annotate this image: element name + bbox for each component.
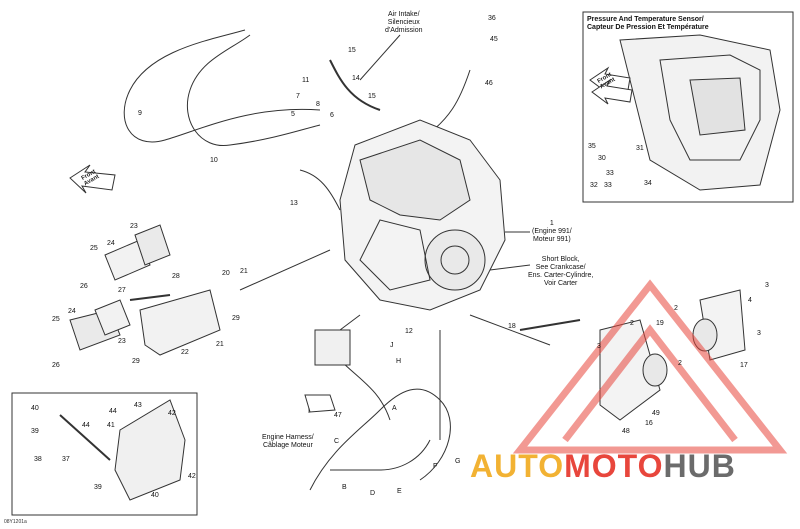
part-number-n27: 27 bbox=[118, 287, 126, 294]
front-arrow-inset-2 bbox=[591, 78, 633, 105]
part-number-n37: 37 bbox=[62, 456, 70, 463]
part-number-n46: 46 bbox=[485, 80, 493, 87]
bracket-plate bbox=[114, 399, 186, 501]
part-number-n32: 32 bbox=[590, 182, 598, 189]
part-number-n6: 6 bbox=[330, 112, 334, 119]
part-number-n30: 30 bbox=[598, 155, 606, 162]
part-number-n24b: 24 bbox=[68, 308, 76, 315]
part-number-n38: 38 bbox=[34, 456, 42, 463]
footer-code: 08Y1201a bbox=[4, 519, 27, 525]
part-number-nD: D bbox=[370, 490, 376, 497]
part-number-nE: E bbox=[397, 488, 402, 495]
part-number-n5: 5 bbox=[291, 111, 295, 118]
part-number-n3b: 3 bbox=[757, 330, 761, 337]
part-number-n3c: 3 bbox=[597, 343, 601, 350]
part-number-n33: 33 bbox=[606, 170, 614, 177]
part-number-n10: 10 bbox=[210, 157, 218, 164]
part-number-n18: 18 bbox=[508, 323, 516, 330]
watermark-part1: AUTO bbox=[470, 448, 565, 484]
part-number-n3: 3 bbox=[765, 282, 769, 289]
part-number-n24: 24 bbox=[107, 240, 115, 247]
part-number-n29: 29 bbox=[232, 315, 240, 322]
part-number-n44b: 44 bbox=[82, 422, 90, 429]
part-number-n15b: 15 bbox=[368, 93, 376, 100]
part-number-n2: 2 bbox=[674, 305, 678, 312]
part-number-nC: C bbox=[334, 438, 340, 445]
part-number-nJ: J bbox=[390, 342, 394, 349]
front-arrow-left bbox=[69, 164, 116, 194]
part-number-n25: 25 bbox=[90, 245, 98, 252]
part-number-n7: 7 bbox=[296, 93, 300, 100]
part-number-nB: B bbox=[342, 484, 347, 491]
throttle-cable-10 bbox=[186, 34, 321, 146]
part-number-n43: 43 bbox=[134, 402, 142, 409]
engine-flywheel-cover bbox=[424, 229, 486, 291]
part-number-n14: 14 bbox=[352, 75, 360, 82]
part-number-nA: A bbox=[392, 405, 397, 412]
part-number-n2c: 2 bbox=[678, 360, 682, 367]
part-number-n4: 4 bbox=[748, 297, 752, 304]
part-number-n39: 39 bbox=[31, 428, 39, 435]
part-number-n21b: 21 bbox=[216, 341, 224, 348]
part-number-n23b: 23 bbox=[118, 338, 126, 345]
watermark-triangle bbox=[512, 279, 788, 454]
part-number-n42b: 42 bbox=[188, 473, 196, 480]
air-intake-label: Air Intake/ Silencieux d'Admission bbox=[385, 11, 423, 34]
part-number-nF: F bbox=[433, 463, 438, 470]
part-number-n42: 42 bbox=[168, 410, 176, 417]
part-number-n9: 9 bbox=[138, 110, 142, 117]
short-block-label: Short Block, See Crankcase/ Ens. Carter-… bbox=[528, 256, 594, 287]
part-number-n40: 40 bbox=[31, 405, 39, 412]
part-number-n48: 48 bbox=[622, 428, 630, 435]
part-number-n34: 34 bbox=[644, 180, 652, 187]
part-number-n12: 12 bbox=[405, 328, 413, 335]
part-number-n41: 41 bbox=[107, 422, 115, 429]
part-number-n44: 44 bbox=[109, 408, 117, 415]
part-number-n40b: 40 bbox=[151, 492, 159, 499]
throttle-cable-9 bbox=[123, 29, 321, 143]
part-number-n36: 36 bbox=[488, 15, 496, 22]
part-number-n8: 8 bbox=[316, 101, 320, 108]
part-number-n45: 45 bbox=[490, 36, 498, 43]
part-number-n28: 28 bbox=[172, 273, 180, 280]
part-number-n15: 15 bbox=[348, 47, 356, 54]
ecm-module bbox=[314, 329, 351, 366]
engine-harness-wire bbox=[309, 388, 451, 491]
part-number-n47: 47 bbox=[334, 412, 342, 419]
part-number-n29b: 29 bbox=[132, 358, 140, 365]
part-number-n20: 20 bbox=[222, 270, 230, 277]
part-number-n21: 21 bbox=[240, 268, 248, 275]
part-number-n31: 31 bbox=[636, 145, 644, 152]
part-number-n11: 11 bbox=[302, 77, 310, 84]
engine-mount-plate bbox=[139, 289, 221, 356]
part-number-n22: 22 bbox=[181, 349, 189, 356]
part-number-n33b: 33 bbox=[604, 182, 612, 189]
part-number-n49: 49 bbox=[652, 410, 660, 417]
watermark-part3: HUB bbox=[663, 448, 736, 484]
part-number-nI: I bbox=[308, 408, 310, 415]
part-number-n2b: 2 bbox=[630, 320, 634, 327]
part-number-n16: 16 bbox=[645, 420, 653, 427]
part-number-nG: G bbox=[455, 458, 461, 465]
part-number-n35: 35 bbox=[588, 143, 596, 150]
part-number-n26: 26 bbox=[80, 283, 88, 290]
watermark-part2: MOTO bbox=[564, 448, 664, 484]
engine-label: 1 (Engine 991/ Moteur 991) bbox=[532, 220, 572, 243]
harness-label: Engine Harness/ Câblage Moteur bbox=[262, 434, 314, 449]
part-number-n13: 13 bbox=[290, 200, 298, 207]
part-number-n26b: 26 bbox=[52, 362, 60, 369]
part-number-nH: H bbox=[396, 358, 402, 365]
part-number-n25b: 25 bbox=[52, 316, 60, 323]
part-number-n39b: 39 bbox=[94, 484, 102, 491]
part-number-n23: 23 bbox=[130, 223, 138, 230]
sensor-label: Pressure And Temperature Sensor/ Capteur… bbox=[587, 16, 709, 31]
watermark-text: AUTOMOTOHUB bbox=[470, 448, 736, 485]
part-number-n19: 19 bbox=[656, 320, 664, 327]
part-number-n17: 17 bbox=[740, 362, 748, 369]
